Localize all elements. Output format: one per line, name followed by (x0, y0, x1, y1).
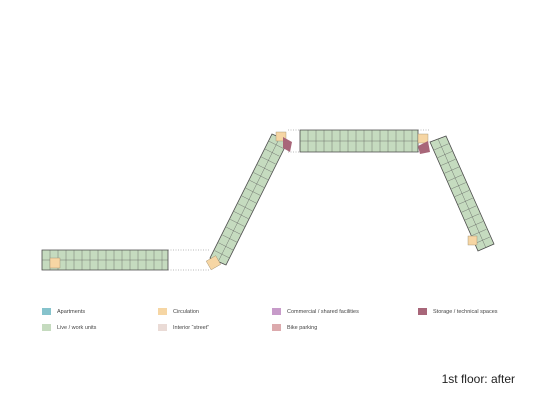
circulation-core-west (49, 257, 61, 269)
partition-line (217, 136, 281, 263)
legend-circulation: Circulation (158, 308, 199, 315)
legend-storage: Storage / technical spaces (418, 308, 498, 315)
legend-label-storage: Storage / technical spaces (433, 308, 498, 315)
legend-swatch-circulation (158, 308, 167, 315)
legend-bike-parking: Bike parking (272, 324, 317, 331)
legend-swatch-bike-parking (272, 324, 281, 331)
legend-swatch-storage (418, 308, 427, 315)
partition-line (437, 138, 487, 249)
legend-swatch-live-work (42, 324, 51, 331)
circulation-core-sw (205, 255, 221, 271)
legend-label-bike-parking: Bike parking (287, 324, 318, 331)
storage-spaces (283, 137, 430, 154)
legend-label-apartments: Apartments (57, 308, 86, 315)
legend-apartments: Apartments (42, 308, 85, 315)
circulation-cores (49, 131, 478, 271)
legend-live-work: Live / work units (42, 324, 96, 331)
legend-label-interior-street: Interior “street” (173, 324, 210, 331)
legend-commercial: Commercial / shared facilities (272, 308, 359, 315)
legend-swatch-interior-street (158, 324, 167, 331)
legend-label-live-work: Live / work units (57, 324, 97, 331)
legend-interior-street: Interior “street” (158, 324, 209, 331)
storage-nw (283, 137, 292, 152)
circulation-core-nw (275, 131, 287, 142)
circulation-core-e (467, 235, 478, 246)
plan-caption: 1st floor: after (441, 372, 515, 386)
legend-swatch-apartments (42, 308, 51, 315)
legend-swatch-commercial (272, 308, 281, 315)
legend-label-commercial: Commercial / shared facilities (287, 308, 359, 315)
circulation-core-ne (417, 133, 429, 144)
legend-label-circulation: Circulation (173, 308, 199, 315)
storage-ne (418, 141, 430, 154)
building-wings (41, 129, 495, 271)
